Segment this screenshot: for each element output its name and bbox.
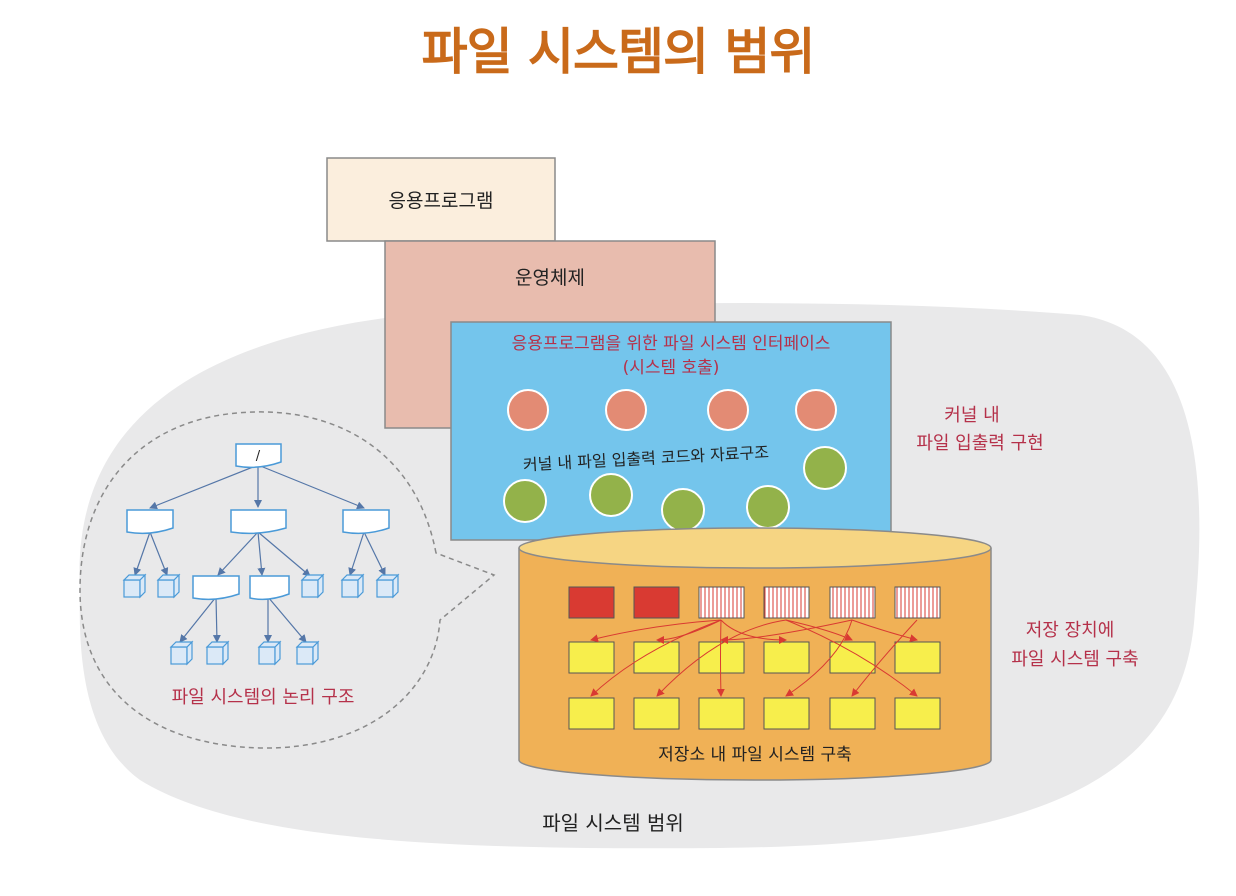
red-block [568, 586, 615, 619]
striped-block [894, 586, 941, 619]
data-circle [503, 479, 547, 523]
striped-block [698, 586, 745, 619]
code-circle [605, 389, 647, 431]
os-label: 운영체제 [515, 267, 585, 289]
yellow-block [829, 697, 876, 730]
kernel-code-circles [507, 389, 837, 431]
yellow-block [763, 641, 810, 674]
code-circle [707, 389, 749, 431]
yellow-block [894, 641, 941, 674]
yellow-block [633, 641, 680, 674]
folder-icon [230, 509, 287, 535]
yellow-block [633, 697, 680, 730]
file-icon [122, 573, 147, 599]
kernel-side-label-line2: 파일 입출력 구현 [916, 433, 1043, 454]
page-title: 파일 시스템의 범위 [421, 23, 816, 81]
data-circle [746, 485, 790, 529]
yellow-block [698, 697, 745, 730]
yellow-block [894, 697, 941, 730]
red-block [633, 586, 680, 619]
file-icon [375, 573, 400, 599]
data-circle [589, 473, 633, 517]
file-icon [169, 640, 194, 666]
folder-icon [249, 575, 290, 601]
code-circle [795, 389, 837, 431]
directory-tree: / [122, 443, 400, 666]
folder-icon [192, 575, 240, 601]
folder-icon [126, 509, 174, 535]
storage-label: 저장소 내 파일 시스템 구축 [658, 745, 852, 765]
storage-side-label-line2: 파일 시스템 구축 [1011, 649, 1138, 670]
folder-icon [235, 443, 282, 469]
code-circle [507, 389, 549, 431]
yellow-block [568, 641, 615, 674]
application-label: 응용프로그램 [389, 190, 494, 212]
data-circle [661, 488, 705, 532]
striped-block [763, 586, 810, 619]
file-icon [156, 573, 181, 599]
root-folder-label: / [256, 449, 261, 464]
data-circle [803, 446, 847, 490]
kernel-side-label-line1: 커널 내 [944, 405, 999, 426]
block-pointer-arrows [590, 619, 918, 697]
file-icon [300, 573, 325, 599]
interface-label-line1: 응용프로그램을 위한 파일 시스템 인터페이스 [512, 334, 831, 354]
yellow-block [829, 641, 876, 674]
folder-icon [342, 509, 390, 535]
file-icon [295, 640, 320, 666]
metadata-blocks [568, 586, 941, 619]
kernel-data-circles [503, 446, 847, 532]
yellow-block [698, 641, 745, 674]
file-icon [205, 640, 230, 666]
tree-caption: 파일 시스템의 논리 구조 [172, 687, 355, 708]
interface-label-line2: (시스템 호출) [623, 358, 720, 378]
yellow-block [763, 697, 810, 730]
storage-side-label-line1: 저장 장치에 [1026, 620, 1115, 641]
scope-label: 파일 시스템 범위 [542, 811, 684, 835]
striped-block [829, 586, 876, 619]
yellow-block [568, 697, 615, 730]
application-box [326, 157, 556, 242]
file-icon [340, 573, 365, 599]
file-icon [257, 640, 282, 666]
